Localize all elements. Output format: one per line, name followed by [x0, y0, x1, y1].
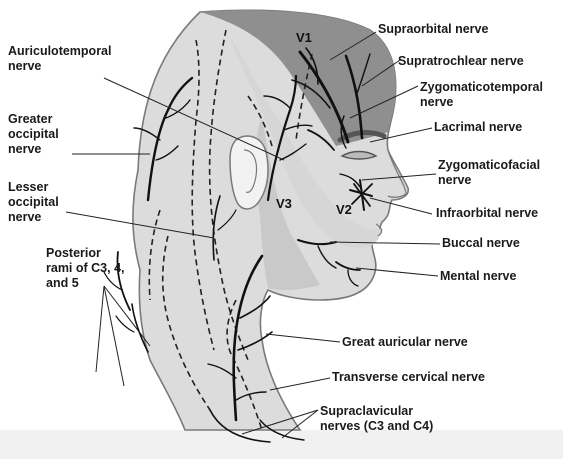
label-supraclavicular-nerves: Supraclavicular nerves (C3 and C4): [320, 404, 433, 434]
label-transverse-cervical-nerve: Transverse cervical nerve: [332, 370, 485, 385]
label-infraorbital-nerve: Infraorbital nerve: [436, 206, 538, 221]
v1-label: V1: [296, 30, 312, 45]
label-zygomaticotemporal-nerve: Zygomaticotemporal nerve: [420, 80, 543, 110]
label-auriculotemporal-nerve: Auriculotemporal nerve: [8, 44, 112, 74]
label-supratrochlear-nerve: Supratrochlear nerve: [398, 54, 524, 69]
label-greater-occipital-nerve: Greater occipital nerve: [8, 112, 59, 157]
label-lesser-occipital-nerve: Lesser occipital nerve: [8, 180, 59, 225]
label-lacrimal-nerve: Lacrimal nerve: [434, 120, 522, 135]
label-mental-nerve: Mental nerve: [440, 269, 516, 284]
label-great-auricular-nerve: Great auricular nerve: [342, 335, 468, 350]
v3-label: V3: [276, 196, 292, 211]
label-buccal-nerve: Buccal nerve: [442, 236, 520, 251]
label-posterior-rami: Posterior rami of C3, 4, and 5: [46, 246, 125, 291]
label-supraorbital-nerve: Supraorbital nerve: [378, 22, 488, 37]
v2-label: V2: [336, 202, 352, 217]
label-zygomaticofacial-nerve: Zygomaticofacial nerve: [438, 158, 540, 188]
